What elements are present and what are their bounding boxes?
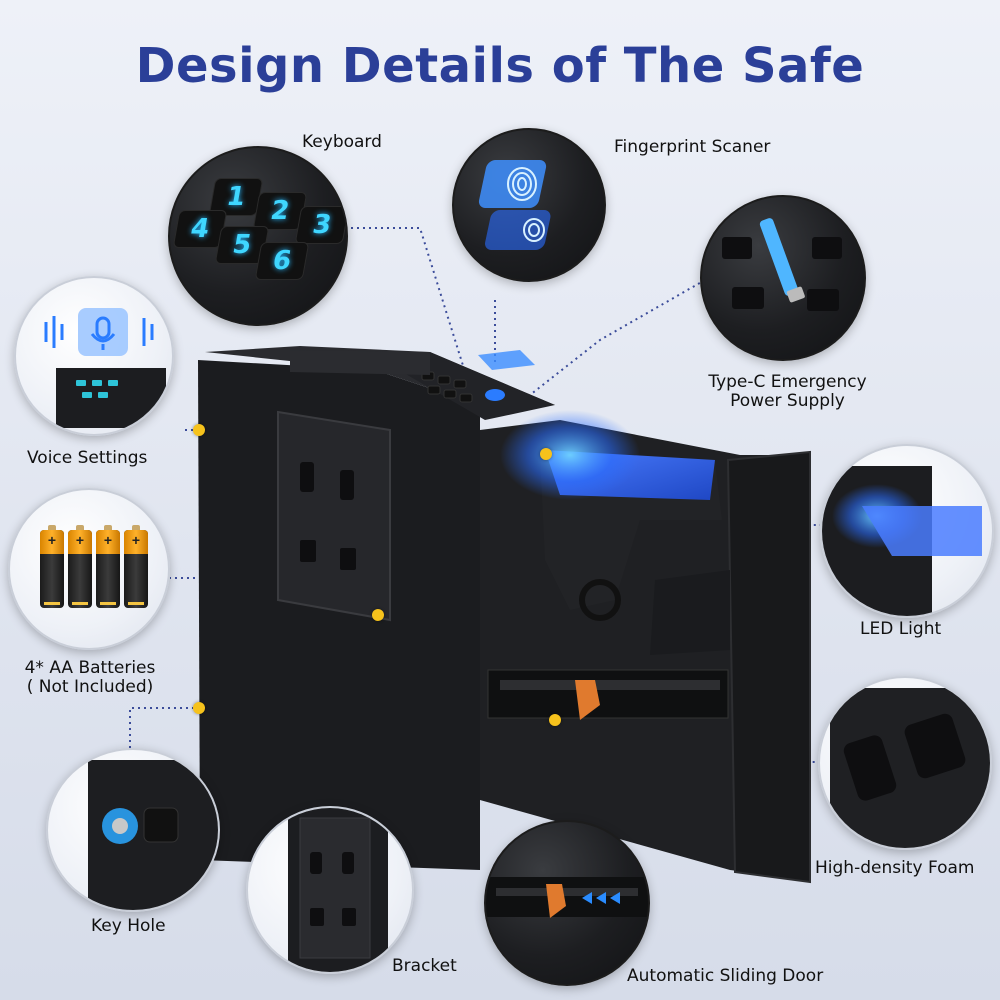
label-voice: Voice Settings <box>27 448 148 468</box>
accent-dot-slider <box>549 714 561 726</box>
batteries-detail-circle: + + + + <box>8 488 170 650</box>
slide-rail <box>487 669 729 719</box>
accent-dot-bracket <box>372 609 384 621</box>
foam-detail-circle <box>818 676 992 850</box>
battery: + <box>96 525 120 608</box>
label-keyhole: Key Hole <box>91 916 166 936</box>
page-title: Design Details of The Safe <box>135 38 865 94</box>
accent-dot-voice <box>193 424 205 436</box>
typec-detail-circle <box>700 195 866 361</box>
accent-dot-led <box>540 448 552 460</box>
voice-icon <box>44 308 166 428</box>
sliding-rail-icon <box>486 877 648 918</box>
label-led: LED Light <box>860 619 942 639</box>
led-detail-circle <box>820 444 994 618</box>
label-typec-line2: Power Supply <box>730 391 845 411</box>
bracket-icon <box>288 808 388 972</box>
keypad-key: 6 <box>254 242 310 280</box>
safe-bracket <box>277 410 391 622</box>
fingerprint-detail-circle <box>452 128 606 282</box>
label-fingerprint: Fingerprint Scaner <box>614 137 771 157</box>
safe-drawer-front <box>726 450 811 884</box>
battery: + <box>40 525 64 608</box>
label-batteries-line2: ( Not Included) <box>26 677 154 697</box>
foam-icon <box>830 688 990 848</box>
label-keyboard: Keyboard <box>302 132 382 152</box>
label-bracket: Bracket <box>392 956 457 976</box>
accent-dot-keyhole <box>193 702 205 714</box>
line-typec <box>529 279 706 396</box>
fingerprint-hologram <box>478 350 535 370</box>
safe-body-left-face <box>198 360 480 870</box>
key-hole-icon <box>88 760 218 910</box>
label-typec-line1: Type-C Emergency <box>708 372 867 392</box>
bracket-detail-circle <box>246 806 414 974</box>
led-icon <box>822 466 982 616</box>
sliding-door-detail-circle <box>484 820 650 986</box>
keypad-key: 3 <box>294 206 346 244</box>
label-foam: High-density Foam <box>815 858 975 878</box>
label-sliding: Automatic Sliding Door <box>627 966 824 986</box>
battery: + <box>68 525 92 608</box>
usb-c-icon <box>722 218 842 311</box>
voice-detail-circle <box>14 276 174 436</box>
label-batteries-line1: 4* AA Batteries <box>24 658 156 678</box>
keyboard-detail-circle: 1 2 3 4 5 6 <box>168 146 348 326</box>
line-keyboard <box>345 227 466 373</box>
keyhole-detail-circle <box>46 748 220 912</box>
fingerprint-icon <box>478 160 551 250</box>
battery: + <box>124 525 148 608</box>
line-voice <box>170 429 201 579</box>
